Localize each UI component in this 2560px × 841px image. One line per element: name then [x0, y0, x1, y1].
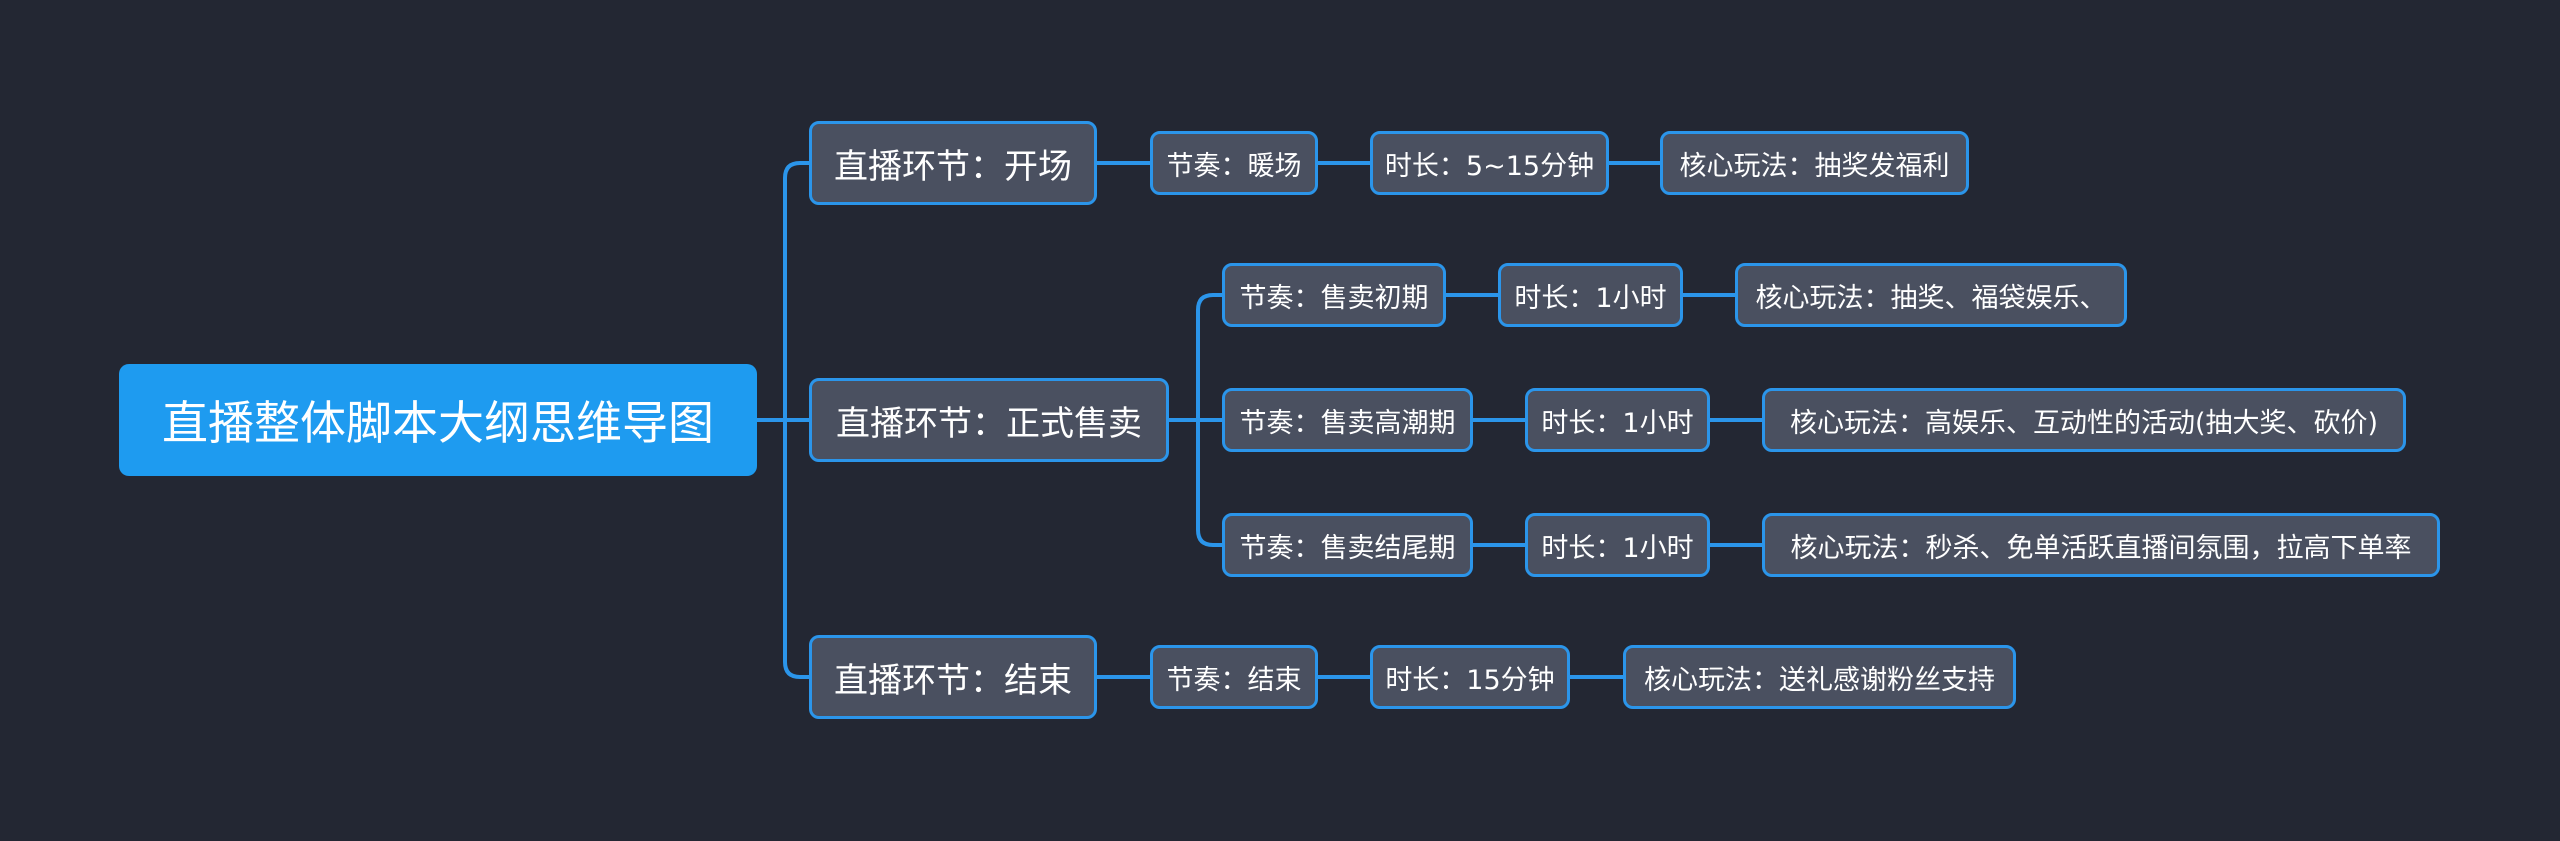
core-play-node[interactable]: 核心玩法：抽奖、福袋娱乐、 — [1735, 263, 2127, 327]
rhythm-node[interactable]: 节奏：暖场 — [1150, 131, 1318, 195]
duration-node[interactable]: 时长：1小时 — [1525, 388, 1710, 452]
rhythm-node[interactable]: 节奏：售卖结尾期 — [1222, 513, 1473, 577]
duration-node[interactable]: 时长：5~15分钟 — [1370, 131, 1609, 195]
core-play-node[interactable]: 核心玩法：抽奖发福利 — [1660, 131, 1969, 195]
rhythm-node[interactable]: 节奏：售卖初期 — [1222, 263, 1446, 327]
core-play-node[interactable]: 核心玩法：高娱乐、互动性的活动(抽大奖、砍价) — [1762, 388, 2406, 452]
rhythm-node[interactable]: 节奏：结束 — [1150, 645, 1318, 709]
rhythm-node[interactable]: 节奏：售卖高潮期 — [1222, 388, 1473, 452]
duration-node[interactable]: 时长：1小时 — [1525, 513, 1710, 577]
stage-formal-sales[interactable]: 直播环节：正式售卖 — [809, 378, 1169, 462]
duration-node[interactable]: 时长：15分钟 — [1370, 645, 1570, 709]
stage-opening[interactable]: 直播环节：开场 — [809, 121, 1097, 205]
core-play-node[interactable]: 核心玩法：送礼感谢粉丝支持 — [1623, 645, 2016, 709]
duration-node[interactable]: 时长：1小时 — [1498, 263, 1683, 327]
root-topic[interactable]: 直播整体脚本大纲思维导图 — [119, 364, 757, 476]
core-play-node[interactable]: 核心玩法：秒杀、免单活跃直播间氛围，拉高下单率 — [1762, 513, 2440, 577]
stage-ending[interactable]: 直播环节：结束 — [809, 635, 1097, 719]
